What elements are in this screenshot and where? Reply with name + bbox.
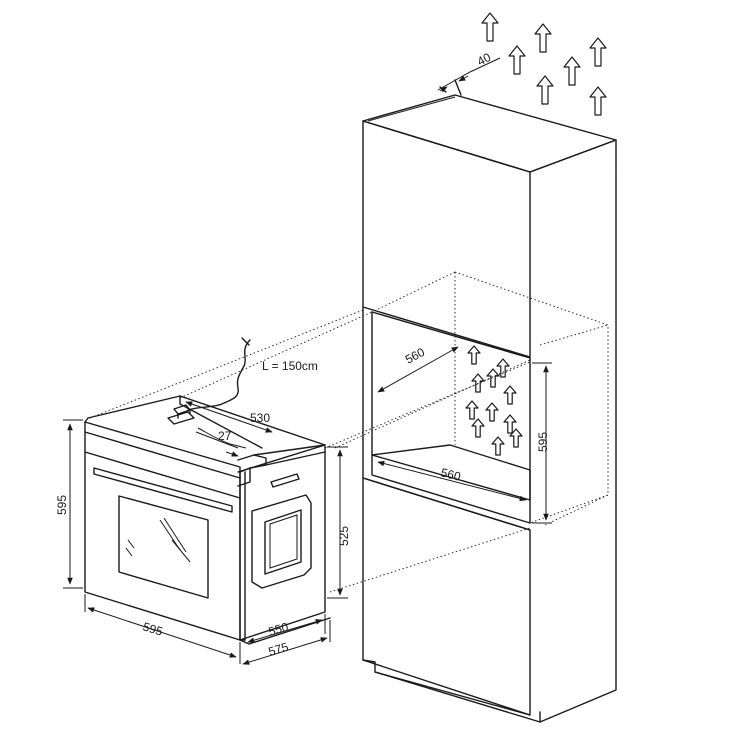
oven-handle (93, 467, 233, 513)
oven-total-depth-dimension: 575 (242, 620, 331, 665)
gap-top-label: 40 (475, 50, 494, 69)
cable-length-label: L = 150cm (262, 359, 318, 373)
up-arrow-icon (481, 12, 499, 42)
oven-depth-top-label: 530 (250, 411, 270, 425)
up-arrow-icon (491, 436, 505, 456)
niche-depth-dimension: 560 (377, 345, 459, 393)
oven-total-depth-label: 575 (267, 640, 291, 659)
power-cable: L = 150cm (187, 337, 318, 449)
oven-body-depth-label: 550 (267, 620, 291, 639)
oven-right-side (239, 451, 326, 641)
up-arrow-icon (534, 23, 552, 53)
niche-width-dimension: 560 (377, 460, 527, 502)
up-arrow-icon (471, 418, 485, 438)
oven-width-dimension: 595 (84, 594, 241, 664)
up-arrow-icon (496, 358, 510, 378)
oven-window (118, 495, 209, 599)
cabinet-upper-front (362, 120, 531, 358)
oven-depth-top-dimension: 530 (185, 401, 273, 433)
up-arrow-icon (486, 368, 500, 388)
oven-offset-label: 27 (218, 429, 232, 443)
up-arrow-icon (485, 402, 499, 422)
up-arrow-icon (589, 37, 607, 67)
niche-back-outline (454, 271, 609, 524)
projection-lines (89, 309, 531, 593)
cabinet (362, 94, 617, 723)
up-arrow-icon (467, 345, 481, 365)
oven-side-vent (251, 494, 312, 589)
vent-arrows-niche (465, 345, 523, 456)
gap-top-dimension: 40 (437, 50, 501, 96)
oven-body-height-dimension: 525 (327, 446, 351, 599)
oven-height-dimension: 595 (55, 419, 83, 589)
oven-body-height-label: 525 (337, 526, 351, 546)
oven-width-label: 595 (141, 619, 165, 638)
up-arrow-icon (503, 385, 517, 405)
oven-height-label: 595 (55, 495, 69, 515)
vent-arrows-top (481, 12, 607, 116)
up-arrow-icon (508, 45, 526, 75)
niche-height-label: 595 (536, 432, 550, 452)
niche-height-dimension: 595 (532, 362, 552, 524)
up-arrow-icon (589, 86, 607, 116)
cabinet-right-side (529, 139, 617, 723)
oven-body-depth-dimension: 550 (247, 614, 326, 643)
up-arrow-icon (536, 75, 554, 105)
up-arrow-icon (563, 56, 581, 86)
niche-width-label: 560 (439, 465, 462, 484)
cabinet-top-face (362, 94, 617, 173)
oven-offset-dimension: 27 (195, 429, 239, 457)
niche-depth-label: 560 (403, 345, 428, 367)
up-arrow-icon (465, 400, 479, 420)
cabinet-lower-front (362, 477, 531, 716)
